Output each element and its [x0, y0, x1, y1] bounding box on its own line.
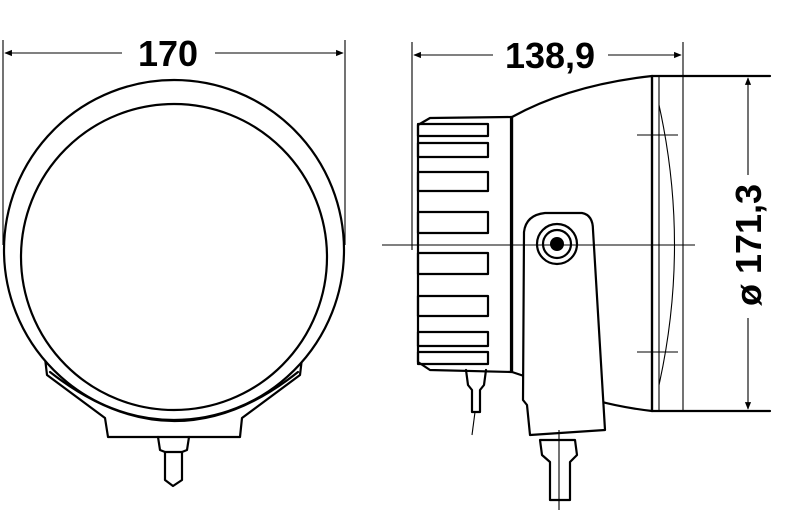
cable-connector: [464, 368, 488, 414]
mounting-bracket: [43, 356, 304, 439]
pivot-bolt-head: [550, 237, 564, 251]
mount-bolt: [538, 438, 579, 502]
side-mounting-bracket: [521, 211, 607, 437]
heatsink-fins: [416, 122, 490, 366]
diameter-dimension-label: ø 171,3: [728, 184, 769, 306]
width-dimension-label: 170: [138, 33, 198, 74]
pivot-inner-ring: [541, 228, 573, 260]
side-view: 138,9: [382, 35, 772, 510]
outer-housing-circle: [2, 78, 346, 422]
cable-wire: [471, 411, 476, 436]
depth-dimension-label: 138,9: [505, 35, 595, 76]
lens-circle: [19, 102, 329, 412]
pivot-outer-ring: [535, 222, 579, 266]
mounting-stud: [156, 435, 191, 488]
front-view: 170: [2, 33, 346, 488]
